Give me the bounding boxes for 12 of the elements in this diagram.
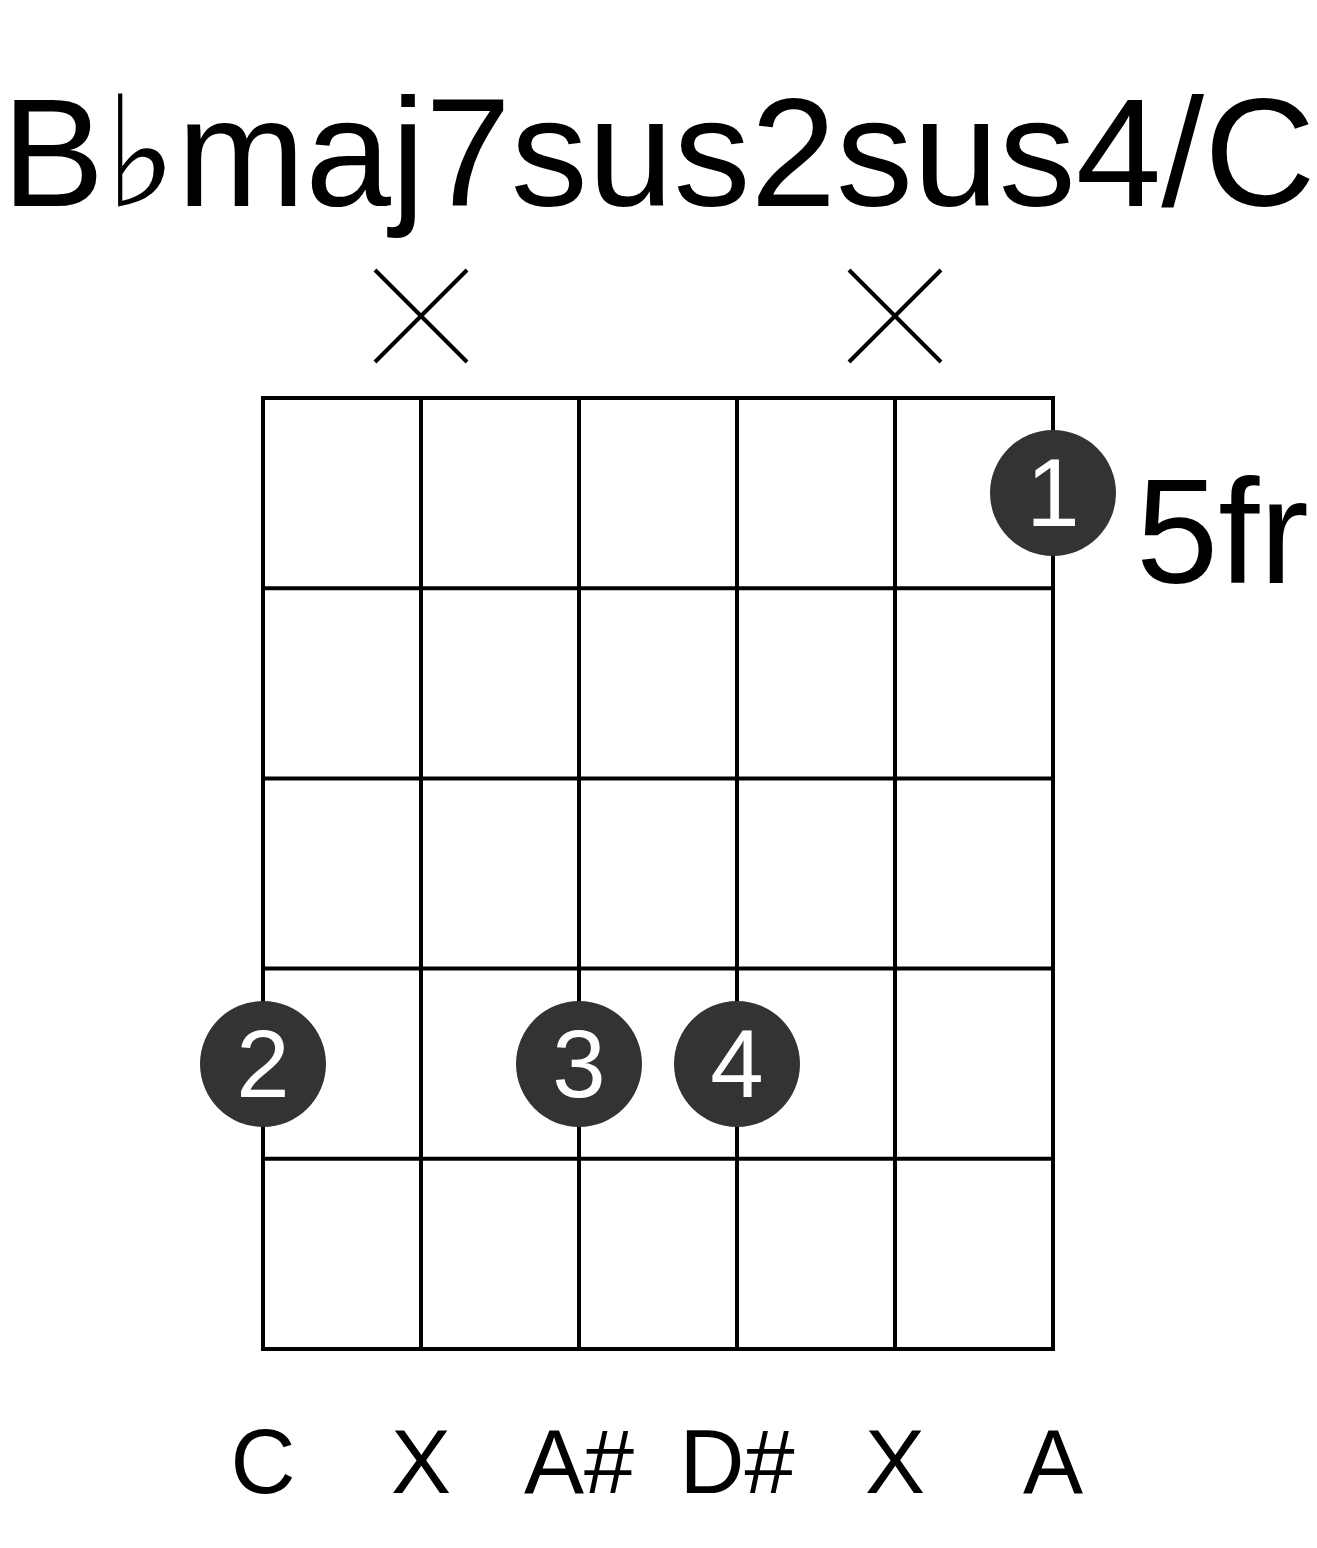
fret-number-label: 5fr	[1136, 458, 1309, 606]
chord-title: B♭maj7sus2sus4/C	[1, 66, 1316, 241]
string-note-label: C	[230, 1417, 296, 1507]
string-note-label: X	[391, 1417, 451, 1507]
finger-number: 1	[1026, 445, 1080, 542]
finger-number: 4	[710, 1015, 764, 1112]
string-note-label: X	[865, 1417, 925, 1507]
string-note-label: D#	[679, 1417, 795, 1507]
string-note-label: A	[1023, 1417, 1083, 1507]
string-note-label: A#	[523, 1417, 635, 1507]
finger-number: 2	[236, 1015, 290, 1112]
finger-number: 3	[552, 1015, 606, 1112]
